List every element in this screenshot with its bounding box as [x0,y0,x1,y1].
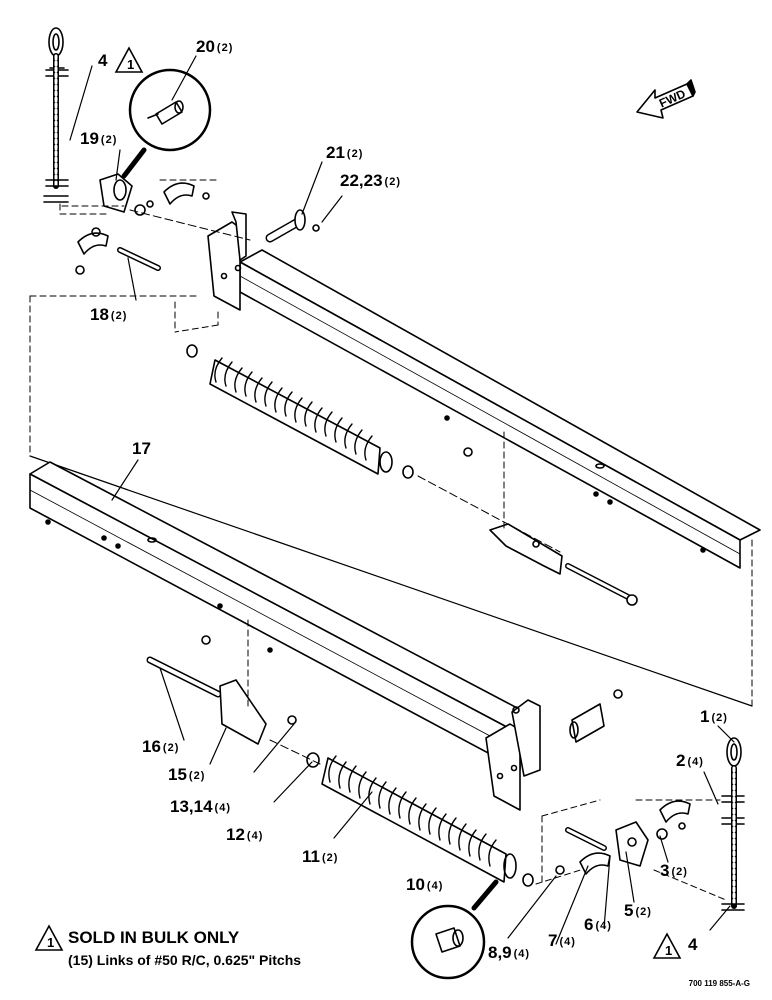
callout-4-right: 4 [688,935,698,954]
detail-circle-20 [121,68,212,179]
bulk-triangle-icon: 1 [652,932,682,959]
bulk-note-title: SOLD IN BULK ONLY [68,928,240,947]
callout-13-14: 13,14(4) [170,797,231,816]
callout-5: 5(2) [624,901,652,920]
callout-16: 16(2) [142,737,180,756]
fwd-label: FWD [657,86,688,110]
callout-3: 3(2) [660,861,688,880]
callout-6: 6(4) [584,915,612,934]
bulk-triangle-icon: 1 [114,46,144,73]
lower-right-clamp [541,799,727,901]
callout-11: 11(2) [302,847,339,866]
callout-17: 17 [132,439,151,458]
callout-10: 10(4) [406,875,444,894]
callout-21: 21(2) [326,143,364,162]
upper-mount-bracket [207,211,247,311]
callout-1: 1(2) [700,707,728,726]
callout-7: 7(4) [548,931,576,950]
drawing-number: 700 119 855-A-G [688,979,750,988]
callout-20: 20(2) [196,37,234,56]
lower-spring-bracket [146,619,321,768]
upper-frame-tube [239,249,761,569]
phantom-outline [29,295,753,707]
callout-15: 15(2) [168,765,206,784]
lower-spring [321,755,607,887]
callout-4-left: 4 [98,51,108,70]
callout-2: 2(4) [676,751,704,770]
upper-spring-bracket [463,431,638,606]
upper-left-clamp [59,173,251,275]
leader-lines [69,55,735,945]
right-chain [721,737,745,911]
callout-22-23: 22,23(2) [340,171,401,190]
upper-pin [265,209,320,243]
detail-circle-10 [410,879,499,980]
callout-19: 19(2) [80,129,118,148]
bulk-note-detail: (15) Links of #50 R/C, 0.625" Pitchs [68,952,302,968]
callout-18: 18(2) [90,305,128,324]
forward-direction-arrow-icon: FWD [636,79,696,119]
callout-12: 12(4) [226,825,264,844]
svg-text:1: 1 [127,57,134,72]
lower-mount-bracket [485,689,623,811]
upper-spring [186,344,561,553]
bulk-triangle-icon: 1 [34,924,64,951]
svg-text:1: 1 [665,943,672,958]
svg-text:1: 1 [47,935,54,950]
callout-8-9: 8,9(4) [488,943,531,962]
left-chain [43,27,69,203]
lower-frame-tube [29,461,541,771]
